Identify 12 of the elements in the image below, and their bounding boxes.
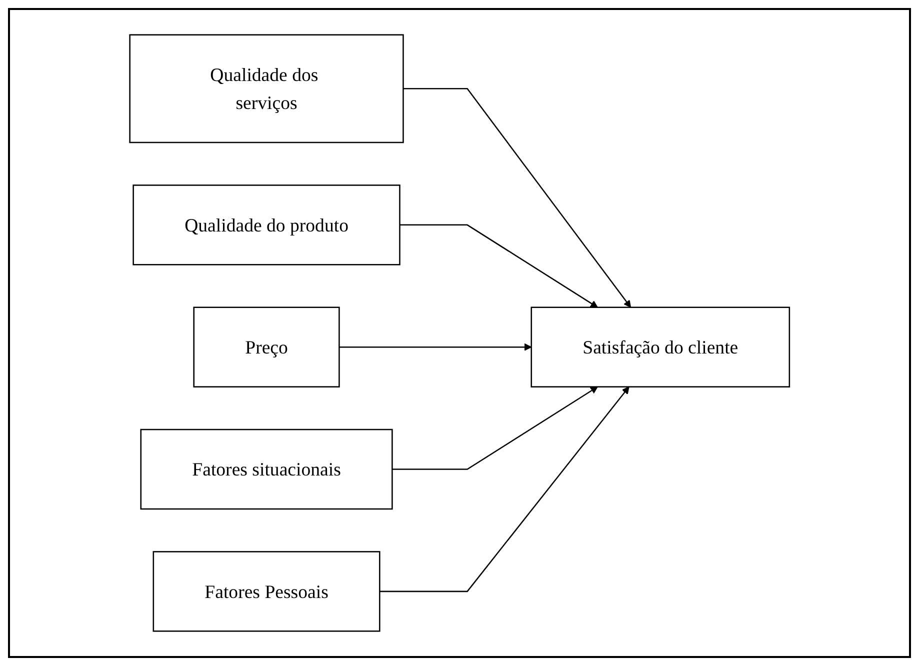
node-box xyxy=(129,34,404,144)
node-box xyxy=(140,428,393,510)
node-box xyxy=(193,306,340,388)
node-box xyxy=(152,551,380,632)
arrow xyxy=(339,343,532,351)
diagram-frame: Qualidade dos serviços Qualidade do produto Preço Fatores situacionais Satisfação do cliente Fatores Pessoais xyxy=(8,8,911,658)
arrow xyxy=(400,224,598,308)
arrow xyxy=(392,386,598,470)
node-box xyxy=(132,184,400,266)
node-box xyxy=(530,306,790,388)
arrow xyxy=(403,88,631,308)
arrow xyxy=(380,386,630,592)
